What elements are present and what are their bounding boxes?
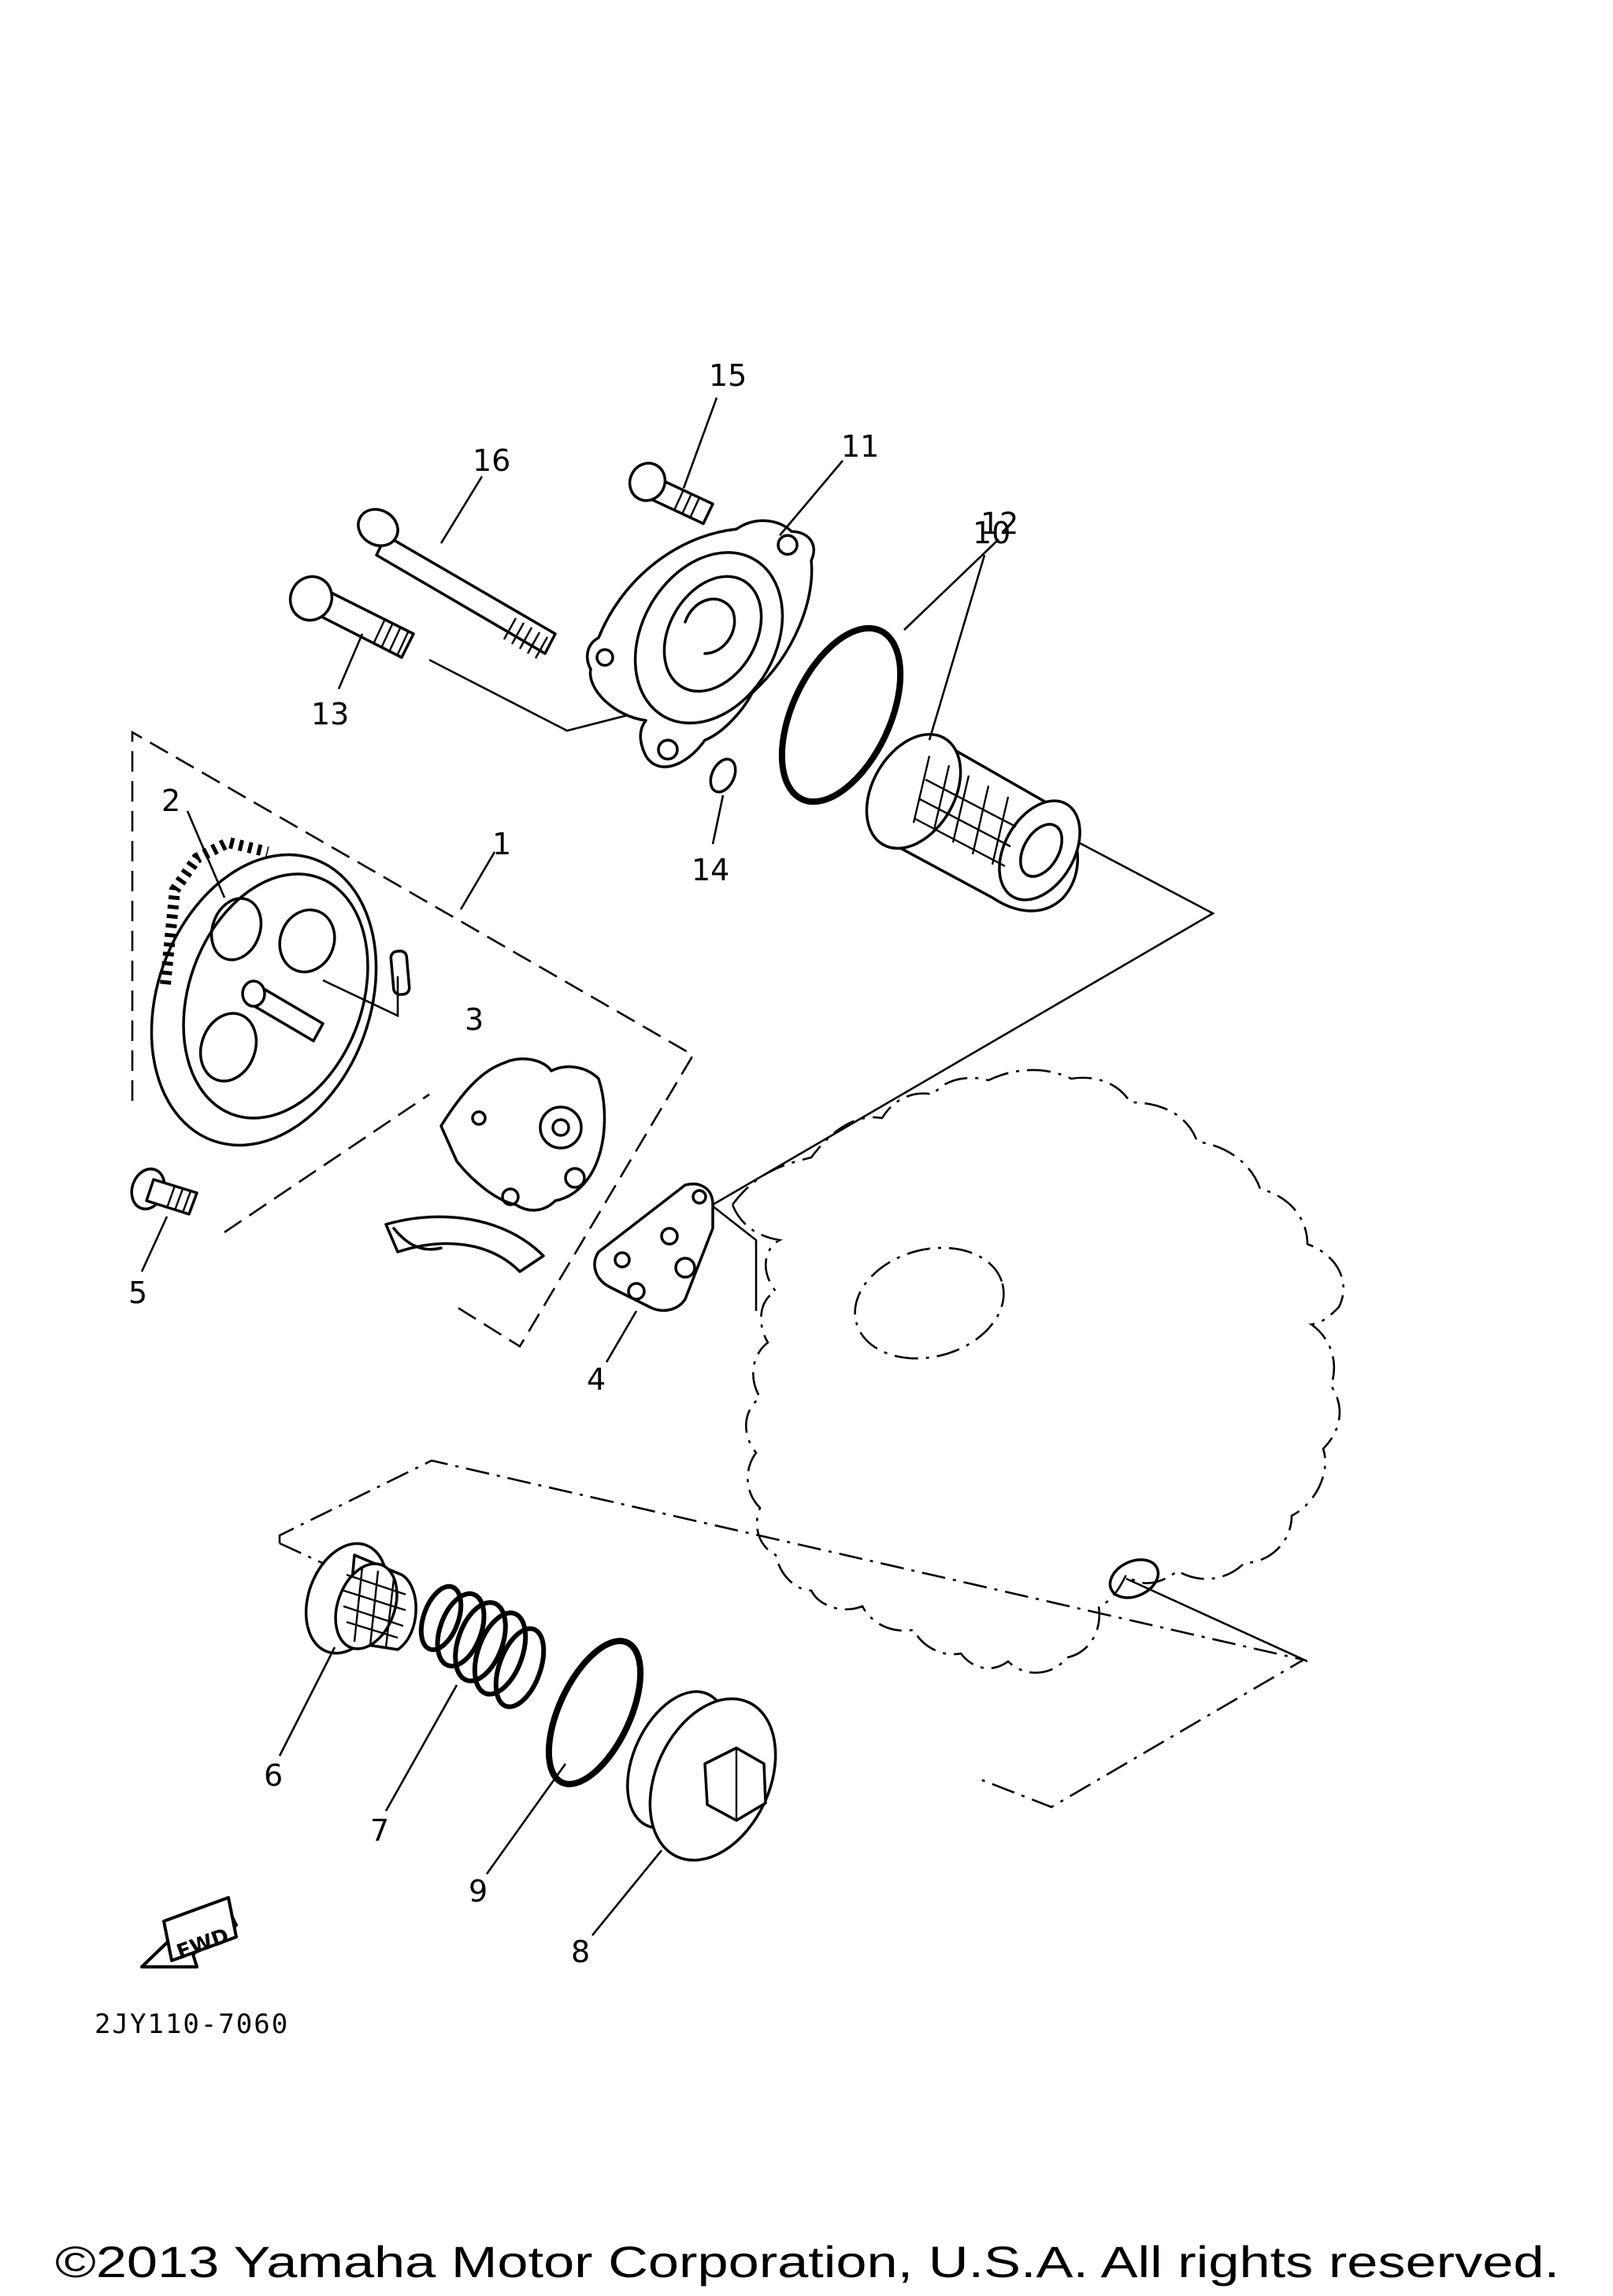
bolt-16 bbox=[357, 508, 557, 659]
o-ring-12 bbox=[778, 624, 904, 805]
pin-3 bbox=[389, 950, 411, 996]
diagram-code: 2JY110-7060 bbox=[95, 2009, 289, 2040]
callout-11: 11 bbox=[841, 429, 879, 464]
bolt-15 bbox=[628, 461, 714, 525]
o-ring-14 bbox=[709, 757, 737, 794]
oil-filter-10 bbox=[865, 732, 1081, 913]
bolt-13 bbox=[288, 575, 415, 659]
callout-16: 16 bbox=[473, 443, 510, 478]
callout-9: 9 bbox=[469, 1874, 488, 1909]
strainer-to-crankcase-line bbox=[1125, 1577, 1308, 1663]
gasket-4 bbox=[593, 1183, 714, 1313]
pin-3-leader bbox=[322, 976, 399, 1018]
gasket-to-crankcase-line bbox=[708, 1202, 758, 1311]
pump-group-lower-line bbox=[224, 1093, 430, 1234]
filter-to-crankcase-line bbox=[712, 837, 1215, 1206]
pump-gear-2 bbox=[150, 836, 378, 1147]
crankcase-bore bbox=[854, 1246, 1005, 1360]
filter-cover-11 bbox=[585, 519, 815, 768]
strainer-6 bbox=[304, 1542, 417, 1655]
gear-teeth bbox=[160, 836, 269, 985]
callout-7: 7 bbox=[370, 1813, 389, 1848]
crankcase-outline bbox=[731, 1068, 1344, 1674]
callout-13: 13 bbox=[311, 697, 349, 731]
callout-leaders bbox=[140, 397, 999, 1936]
screw-5 bbox=[130, 1167, 198, 1216]
strainer-group-outline bbox=[278, 1459, 1307, 1809]
bolt13-to-cover-line bbox=[428, 658, 639, 732]
callout-5: 5 bbox=[128, 1276, 147, 1310]
callout-8: 8 bbox=[571, 1935, 590, 1969]
callout-14: 14 bbox=[692, 853, 729, 887]
callout-6: 6 bbox=[264, 1758, 283, 1793]
callout-2: 2 bbox=[161, 783, 180, 818]
callout-15: 15 bbox=[709, 358, 747, 393]
fwd-arrow-icon: FWD bbox=[140, 1896, 238, 1968]
callout-10: 10 bbox=[973, 516, 1010, 550]
callout-1: 1 bbox=[492, 827, 511, 861]
drain-plug-8 bbox=[626, 1690, 777, 1862]
pump-body bbox=[384, 1057, 606, 1273]
copyright-notice: ©2013 Yamaha Motor Corporation, U.S.A. A… bbox=[55, 2237, 1559, 2287]
pump-assembly-group-outline bbox=[131, 730, 695, 1348]
crankcase-drain-boss bbox=[1108, 1558, 1160, 1599]
o-ring-9 bbox=[545, 1638, 644, 1787]
callout-3: 3 bbox=[465, 1002, 484, 1037]
callout-4: 4 bbox=[587, 1362, 606, 1397]
spring-7 bbox=[418, 1583, 547, 1709]
callout-12: 12 bbox=[981, 506, 1018, 541]
